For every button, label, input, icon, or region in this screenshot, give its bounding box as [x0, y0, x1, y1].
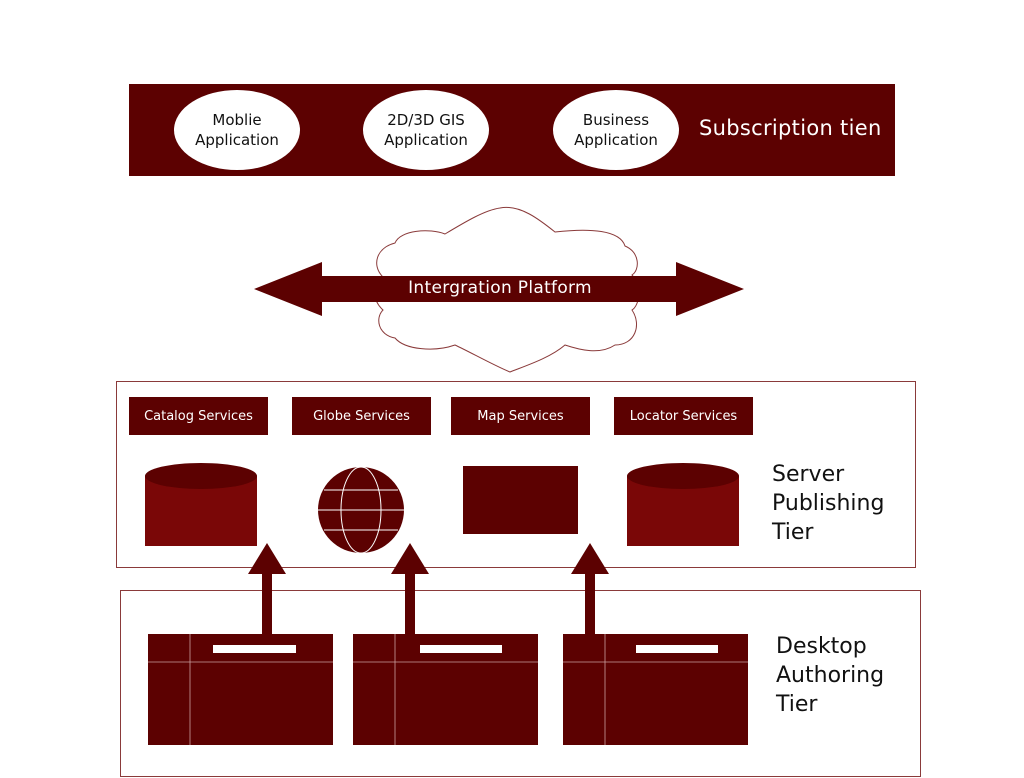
locator-services-box: Locator Services: [614, 397, 753, 435]
integration-platform-graphic: [254, 206, 744, 373]
gis-application-label: 2D/3D GIS Application: [384, 111, 468, 149]
globe-services-box: Globe Services: [292, 397, 431, 435]
mobile-application-label: Moblie Application: [195, 111, 279, 149]
integration-platform-label: Intergration Platform: [408, 278, 592, 298]
business-application-label: Business Application: [574, 111, 658, 149]
subscription-tier-label: Subscription tien: [699, 116, 882, 140]
catalog-services-box: Catalog Services: [129, 397, 268, 435]
map-services-box: Map Services: [451, 397, 590, 435]
server-publishing-tier-label: Server Publishing Tier: [772, 462, 885, 545]
locator-services-label: Locator Services: [629, 408, 738, 424]
desktop-authoring-tier-box: [120, 590, 921, 777]
server-publishing-tier-box: [116, 381, 916, 568]
globe-services-label: Globe Services: [313, 408, 410, 424]
mobile-application-node: Moblie Application: [174, 90, 300, 170]
map-services-label: Map Services: [477, 408, 564, 424]
integration-double-arrow: [254, 262, 744, 316]
gis-application-node: 2D/3D GIS Application: [363, 90, 489, 170]
desktop-authoring-tier-label: Desktop Authoring Tier: [776, 634, 885, 717]
catalog-services-label: Catalog Services: [144, 408, 253, 424]
business-application-node: Business Application: [553, 90, 679, 170]
